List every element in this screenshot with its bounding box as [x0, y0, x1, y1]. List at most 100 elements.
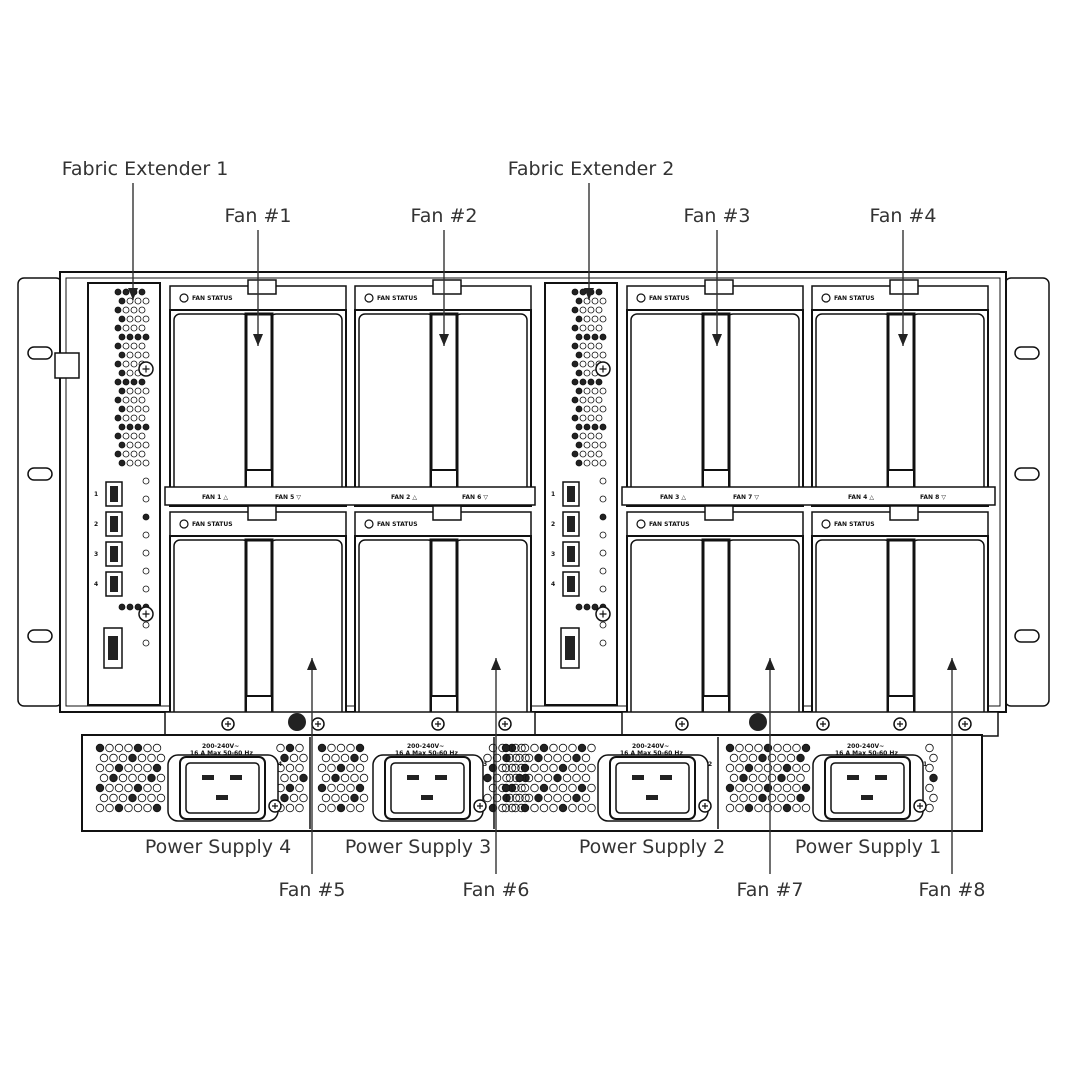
vent-hole [285, 743, 295, 753]
vent-hole [130, 414, 138, 422]
vent-hole [754, 743, 763, 753]
vent-hole [925, 743, 934, 753]
vent-hole [492, 773, 502, 783]
vent-hole [118, 315, 126, 323]
fan-status-label: FAN STATUS [192, 295, 233, 302]
inlet-pin [421, 795, 433, 800]
console-port-fill [108, 636, 118, 660]
vent-hole [579, 414, 587, 422]
vent-hole [134, 333, 142, 341]
screw-slot [820, 721, 826, 727]
power-supply-4: 200-240V~16 A Max 50-60 Hz4 [95, 743, 308, 822]
vent-hole [553, 793, 562, 803]
vent-hole [599, 513, 607, 521]
vent-hole [143, 803, 152, 813]
vent-hole [336, 763, 346, 773]
arrow-head-icon [765, 658, 775, 670]
vent-hole [782, 743, 792, 753]
fan-status-led-icon [364, 293, 374, 303]
vent-hole [142, 513, 150, 521]
vent-hole [599, 621, 607, 629]
fan-grille-left [358, 313, 435, 503]
vent-hole [355, 783, 365, 793]
vent-hole [539, 803, 549, 813]
vent-hole [748, 793, 758, 803]
vent-hole [575, 351, 583, 359]
vent-hole [595, 342, 603, 350]
vent-hole [520, 763, 530, 773]
vent-hole [126, 315, 134, 323]
vent-hole [599, 387, 607, 395]
vent-hole [126, 405, 134, 413]
screw-slot [599, 610, 607, 618]
vent-hole [725, 783, 735, 793]
vent-hole [782, 803, 792, 813]
inlet-pin [847, 775, 859, 780]
vent-hole [591, 603, 599, 611]
fan-status-led-icon [636, 293, 646, 303]
vent-hole [553, 753, 562, 763]
mounting-slot [27, 346, 53, 360]
vent-hole [591, 441, 599, 449]
fan-status-label: FAN STATUS [834, 521, 875, 528]
vent-hole [929, 773, 938, 783]
fan-grille-right [911, 313, 985, 503]
vent-hole [331, 773, 340, 783]
arrow-head-icon [439, 334, 449, 346]
vent-hole [99, 753, 109, 763]
vent-hole [571, 432, 579, 440]
vent-hole [534, 793, 543, 803]
vent-hole [796, 753, 805, 763]
vent-hole [549, 763, 558, 773]
sfp-port-fill [110, 546, 118, 562]
vent-hole [133, 743, 143, 753]
vent-hole [579, 324, 587, 332]
vent-hole [587, 432, 595, 440]
vent-hole [786, 753, 796, 763]
vent-hole [583, 423, 591, 431]
vent-hole [575, 423, 583, 431]
fan-slot-label: FAN 1 △ [202, 494, 228, 501]
power-supply-1: 200-240V~16 A Max 50-60 Hz1 [725, 743, 938, 822]
vent-hole [572, 753, 581, 763]
fan-handle-grip [887, 469, 915, 489]
vent-hole [147, 793, 156, 803]
vent-hole [572, 773, 581, 783]
arrow-head-icon [584, 288, 594, 300]
vent-hole [492, 753, 502, 763]
vent-hole [327, 743, 336, 753]
vent-hole [126, 369, 134, 377]
vent-hole [346, 763, 355, 773]
vent-hole [128, 753, 137, 763]
vent-hole [599, 315, 607, 323]
vent-hole [336, 743, 346, 753]
arrow-head-icon [128, 288, 138, 300]
label-fan-8: Fan #8 [919, 879, 986, 901]
mounting-slot [27, 629, 53, 643]
psu-rating-current: 16 A Max 50-60 Hz [395, 750, 458, 757]
vent-hole [583, 459, 591, 467]
vent-hole [777, 773, 786, 783]
vent-hole [579, 432, 587, 440]
ground-screw-icon [749, 713, 767, 731]
vent-hole [725, 803, 735, 813]
vent-hole [571, 450, 579, 458]
vent-hole [587, 803, 596, 813]
vent-hole [95, 803, 105, 813]
inlet-pin [646, 795, 658, 800]
vent-hole [95, 783, 105, 793]
fan-slot-label: FAN 3 △ [660, 494, 686, 501]
vent-hole [599, 477, 607, 485]
vent-hole [285, 803, 295, 813]
sfp-port-fill [567, 576, 575, 592]
vent-hole [317, 763, 327, 773]
vent-hole [562, 773, 572, 783]
vent-hole [571, 306, 579, 314]
label-fan-3: Fan #3 [684, 205, 751, 227]
vent-hole [595, 378, 603, 386]
fan-grille-left [815, 539, 892, 729]
fan-grille-left [358, 539, 435, 729]
vent-hole [130, 342, 138, 350]
fan-status-led-icon [821, 293, 831, 303]
vent-hole [118, 441, 126, 449]
